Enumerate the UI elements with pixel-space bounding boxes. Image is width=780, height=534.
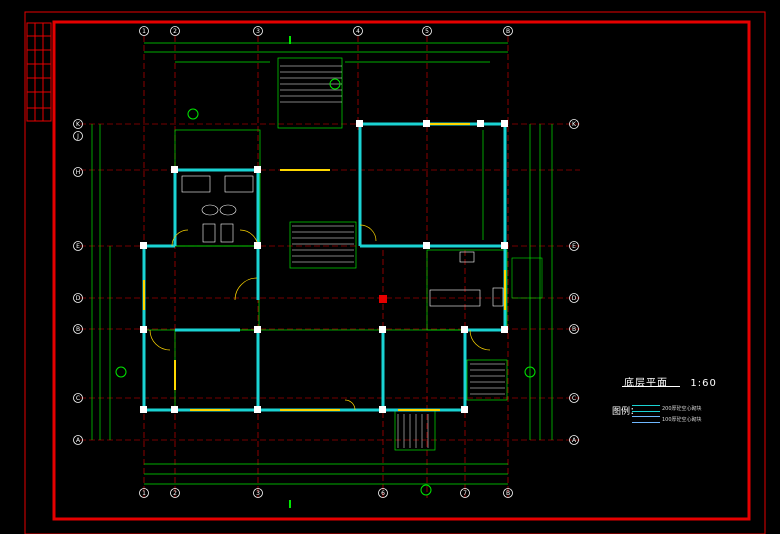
axis-left-D: D <box>73 293 83 303</box>
axis-right-B: B <box>569 324 579 334</box>
fixtures <box>181 175 543 307</box>
axis-right-D: D <box>569 293 579 303</box>
axis-bottom-6: 6 <box>378 488 388 498</box>
svg-text:B: B <box>572 326 576 333</box>
svg-text:E: E <box>572 243 576 250</box>
drawing-title-text: 底层平面 <box>624 378 668 389</box>
svg-text:6: 6 <box>381 490 385 497</box>
drawing-title: 底层平面 1:60 <box>624 374 717 389</box>
axis-right-A: A <box>569 435 579 445</box>
title-block-strip <box>26 22 52 122</box>
svg-text:3: 3 <box>256 490 260 497</box>
sheet-border <box>24 11 766 534</box>
section-marks <box>115 36 536 508</box>
svg-text:E: E <box>76 243 80 250</box>
axis-top-B: B <box>503 26 513 36</box>
svg-text:K: K <box>76 121 81 128</box>
svg-text:4: 4 <box>356 28 360 35</box>
windows <box>143 123 506 411</box>
axis-top-4: 4 <box>353 26 363 36</box>
legend-swatch-100 <box>632 416 660 423</box>
svg-text:C: C <box>76 395 80 402</box>
axis-bottom-3: 3 <box>253 488 263 498</box>
svg-text:A: A <box>76 437 81 444</box>
walls <box>142 122 507 412</box>
svg-text:D: D <box>76 295 81 302</box>
svg-text:1: 1 <box>142 490 146 497</box>
svg-text:B: B <box>506 28 510 35</box>
svg-text:3: 3 <box>256 28 260 35</box>
svg-text:7: 7 <box>463 490 467 497</box>
legend-item-100: 100厚砼空心砌块 <box>662 417 702 423</box>
svg-text:2: 2 <box>173 490 177 497</box>
axis-left-B: B <box>73 324 83 334</box>
axis-right-C: C <box>569 393 579 403</box>
stair-treads <box>280 65 505 448</box>
legend-label: 图例： <box>612 407 640 417</box>
svg-text:B: B <box>76 326 80 333</box>
svg-text:C: C <box>572 395 576 402</box>
axis-left-C: C <box>73 393 83 403</box>
axis-left-A: A <box>73 435 83 445</box>
svg-text:B: B <box>506 490 510 497</box>
axis-bottom-1: 1 <box>139 488 149 498</box>
drawing-scale: 1:60 <box>690 378 717 389</box>
title-underline <box>622 386 680 387</box>
axis-bottom-B: B <box>503 488 513 498</box>
svg-text:J: J <box>76 133 79 140</box>
dimension-lines <box>91 42 553 485</box>
svg-text:K: K <box>572 121 577 128</box>
svg-text:2: 2 <box>173 28 177 35</box>
axis-bottom-7: 7 <box>460 488 470 498</box>
axis-left-K: K <box>73 119 83 129</box>
svg-text:1: 1 <box>142 28 146 35</box>
axis-left-E: E <box>73 241 83 251</box>
axis-top-1: 1 <box>139 26 149 36</box>
axis-top-2: 2 <box>170 26 180 36</box>
axis-bottom-2: 2 <box>170 488 180 498</box>
axis-right-E: E <box>569 241 579 251</box>
columns <box>140 120 508 413</box>
column-marker <box>379 295 387 303</box>
drawing-frame <box>52 20 751 521</box>
svg-text:5: 5 <box>425 28 429 35</box>
svg-text:A: A <box>572 437 577 444</box>
axis-right-K: K <box>569 119 579 129</box>
axis-left-J: J <box>73 131 83 141</box>
axis-top-5: 5 <box>422 26 432 36</box>
door-swings <box>149 224 491 411</box>
axis-top-3: 3 <box>253 26 263 36</box>
axis-left-H: H <box>73 167 83 177</box>
svg-text:H: H <box>76 169 81 176</box>
legend-item-200: 200厚砼空心砌块 <box>662 406 702 412</box>
legend-swatch-200 <box>632 405 660 412</box>
svg-text:D: D <box>572 295 577 302</box>
